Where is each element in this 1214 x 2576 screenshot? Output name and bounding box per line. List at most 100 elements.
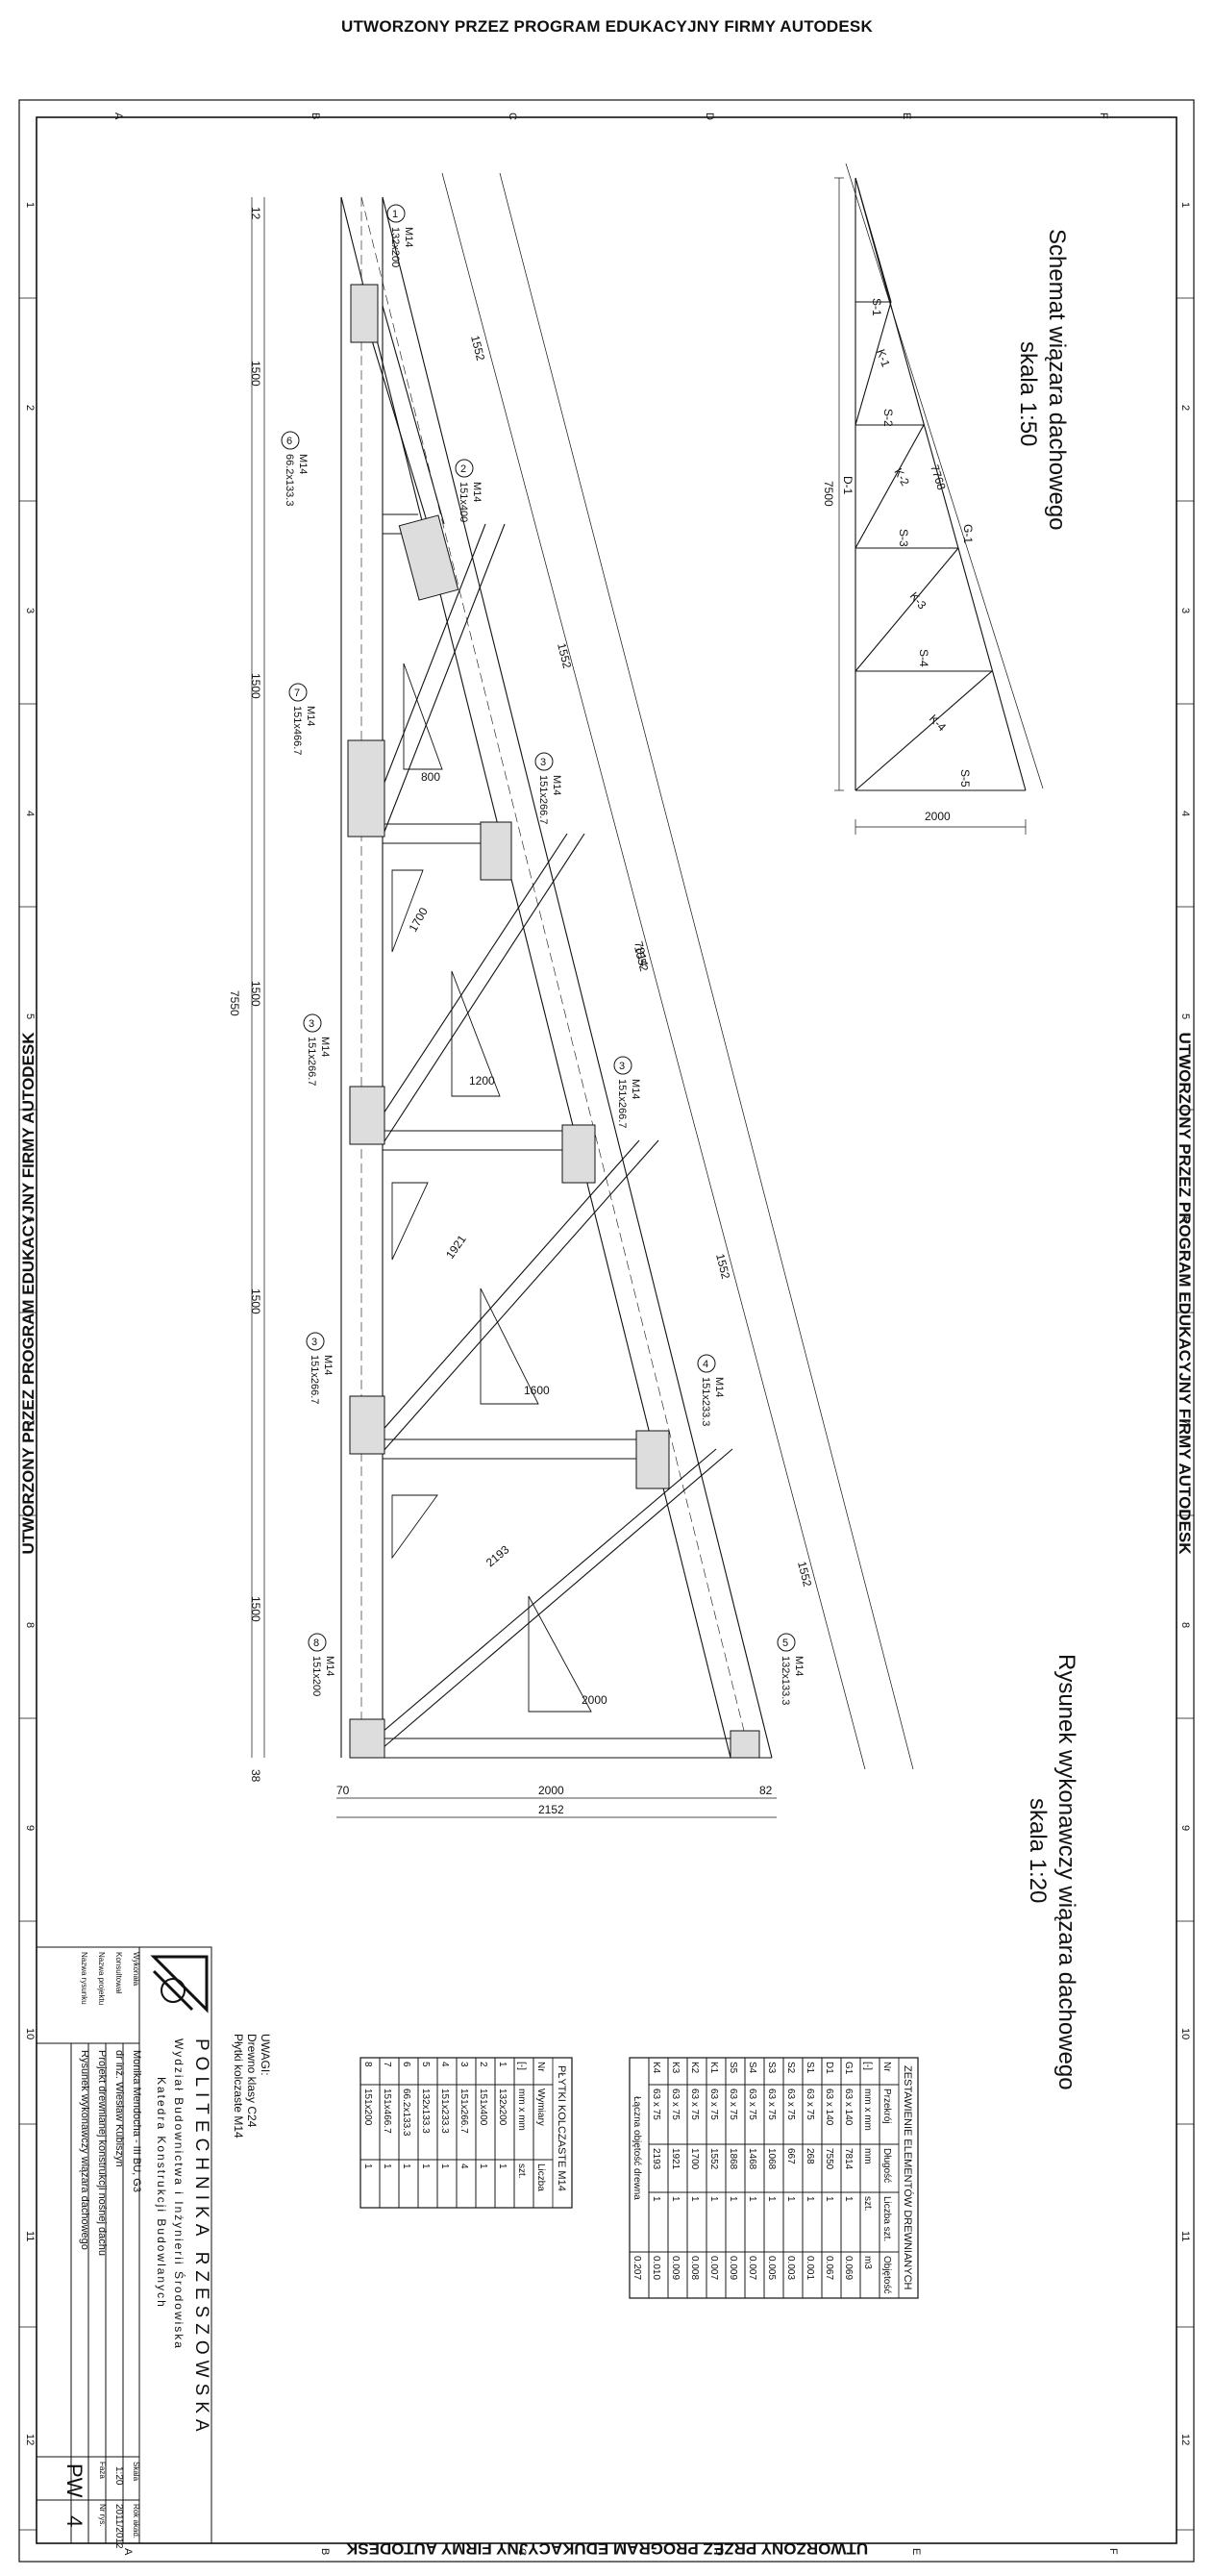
schema-label-s2: S-2: [881, 409, 895, 427]
table-cell-text: 1: [497, 2062, 508, 2067]
table-cell-text: 1068: [766, 2148, 777, 2170]
grid-row-label: 1: [24, 202, 36, 208]
plate-callout-size: 151x400: [458, 482, 469, 522]
table-cell-text: 8: [362, 2062, 373, 2067]
table-cell-text: 151x466.7: [382, 2088, 392, 2134]
plate-callout-number: 5: [782, 1638, 788, 1649]
table-cell-text: 667: [785, 2148, 796, 2164]
plate-callout-bolt: M14: [322, 1355, 334, 1375]
plate-callout-size: 151x200: [310, 1656, 322, 1696]
table-cell-text: 63 x 75: [747, 2088, 757, 2120]
dim-base-mid: 2000: [538, 1784, 564, 1797]
table-cell-text: 0.003: [785, 2256, 796, 2280]
table-cell-text: 151x400: [478, 2088, 488, 2126]
dim-panel-4: 2000: [582, 1693, 607, 1707]
table-cell-text: 1: [689, 2196, 700, 2202]
table-cell-text: S4: [747, 2062, 757, 2074]
table-cell-text: 63 x 75: [651, 2088, 661, 2120]
dim-panel-3: 1600: [524, 1384, 550, 1397]
dim-rafter-5: 1552: [795, 1560, 814, 1588]
drawing-title: Rysunek wykonawczy wiązara dachowego: [1053, 1654, 1079, 2090]
grid-col-label: B: [310, 113, 321, 119]
plate-callout-size: 151x266.7: [537, 775, 549, 824]
dim-panel-1: 800: [421, 770, 440, 784]
plate-callout-size: 132x200: [389, 227, 401, 267]
table-cell-text: 63 x 75: [785, 2088, 796, 2120]
table-cell-text: S5: [728, 2062, 738, 2074]
table-cell-text: 5: [420, 2062, 431, 2067]
label-skala: Skala: [132, 2462, 140, 2482]
table-cell-text: szt.: [516, 2163, 527, 2179]
table-cell-text: 1: [747, 2196, 757, 2202]
table-cell-text: Przekrój: [881, 2088, 892, 2124]
table-cell-text: 1: [708, 2196, 719, 2202]
grid-row-label: 8: [1179, 1622, 1191, 1628]
value-nr: 4: [62, 2515, 87, 2527]
grid-row-label: 9: [24, 1825, 36, 1831]
table-cell-text: Nr: [535, 2062, 546, 2072]
table-cell-text: 0.008: [689, 2256, 700, 2280]
schema-label-d1: D-1: [841, 476, 855, 495]
grid-col-label: D: [713, 2548, 725, 2556]
schema-labels: S-1 S-2 S-3 S-4 S-5 K-1 K-2 K-3 K-4 D-1 …: [822, 298, 975, 823]
grid-row-label: 10: [1179, 2028, 1191, 2039]
plate-callout-circle: [613, 1056, 632, 1075]
table-cell-text: 63 x 75: [708, 2088, 719, 2120]
grid-row-label: 4: [24, 811, 36, 816]
truss-drawing: [251, 172, 914, 1818]
plate-callout-circle: [303, 1013, 322, 1033]
grid-row-label: 3: [24, 608, 36, 613]
table-cell-text: [-]: [862, 2062, 873, 2070]
table-cell-text: 63 x 140: [824, 2088, 834, 2126]
dim-bay-2: 1500: [249, 673, 262, 699]
inner-frame: [36, 116, 1177, 2544]
table-border: [359, 2057, 573, 2209]
table-cell-text: [-]: [516, 2062, 527, 2070]
table-cell-text: K1: [708, 2062, 719, 2074]
table-cell-text: 1: [497, 2163, 508, 2169]
plate-callout-bolt: M14: [297, 454, 309, 474]
table-cell-text: 132x200: [497, 2088, 508, 2126]
plate-callout-number: 3: [619, 1061, 625, 1072]
table-cell-text: Nr: [881, 2062, 892, 2072]
truss-schema: [834, 163, 1044, 835]
table-cell-text: 0.067: [824, 2256, 834, 2280]
table-cell-text: S1: [805, 2062, 815, 2074]
table-cell-text: 0.069: [843, 2256, 854, 2280]
dim-rafter-4: 1552: [713, 1252, 732, 1281]
plate-callout-size: 132x133.3: [780, 1656, 791, 1705]
plate-callout-circle: [534, 752, 554, 771]
grid-col-label: A: [112, 113, 124, 120]
value-konsultowal: dr inż. Wiesław Kubiszyn: [113, 2050, 125, 2167]
table-cell-text: 2: [478, 2062, 488, 2067]
plate-callout-bolt: M14: [305, 706, 316, 726]
schema-dim-length: 7500: [822, 481, 835, 507]
table-cell-text: 0.005: [766, 2256, 777, 2280]
plate-callout-number: 7: [294, 688, 300, 699]
table-cell-text: 151x266.7: [458, 2088, 469, 2134]
connector-plates: [347, 284, 760, 1759]
table-cell-text: 7550: [824, 2148, 834, 2170]
value-wykonala: Monika Mendocha - III BU, G3: [131, 2050, 142, 2192]
table-title: PŁYTKI KOLCZASTE M14: [556, 2065, 567, 2191]
table-cell-text: 1552: [708, 2148, 719, 2170]
grid-row-label: 6: [24, 1216, 36, 1222]
table-cell-text: 1: [382, 2163, 392, 2169]
table-cell-text: 63 x 75: [670, 2088, 681, 2120]
dim-bay-1: 1500: [249, 361, 262, 387]
plate-callout-bolt: M14: [324, 1656, 335, 1676]
table-cell-text: 0.010: [651, 2256, 661, 2280]
plate-callout-bolt: M14: [793, 1656, 805, 1676]
dim-bottom-ref: 38: [249, 1769, 262, 1783]
table-cell-text: 151x200: [362, 2088, 373, 2126]
grid-col-label: F: [1098, 113, 1109, 119]
plate-callout-circle: [308, 1633, 327, 1652]
table-cell-text: 1700: [689, 2148, 700, 2170]
plate-callout-number: 3: [311, 1337, 317, 1348]
notes: UWAGI: Drewno klasy C24 Płytki kolczaste…: [232, 2034, 272, 2138]
label-nr: Nr rys.: [98, 2504, 107, 2527]
elements-table: ZESTAWIENIE ELEMENTÓW DREWNIANYCHNrPrzek…: [629, 2057, 919, 2299]
